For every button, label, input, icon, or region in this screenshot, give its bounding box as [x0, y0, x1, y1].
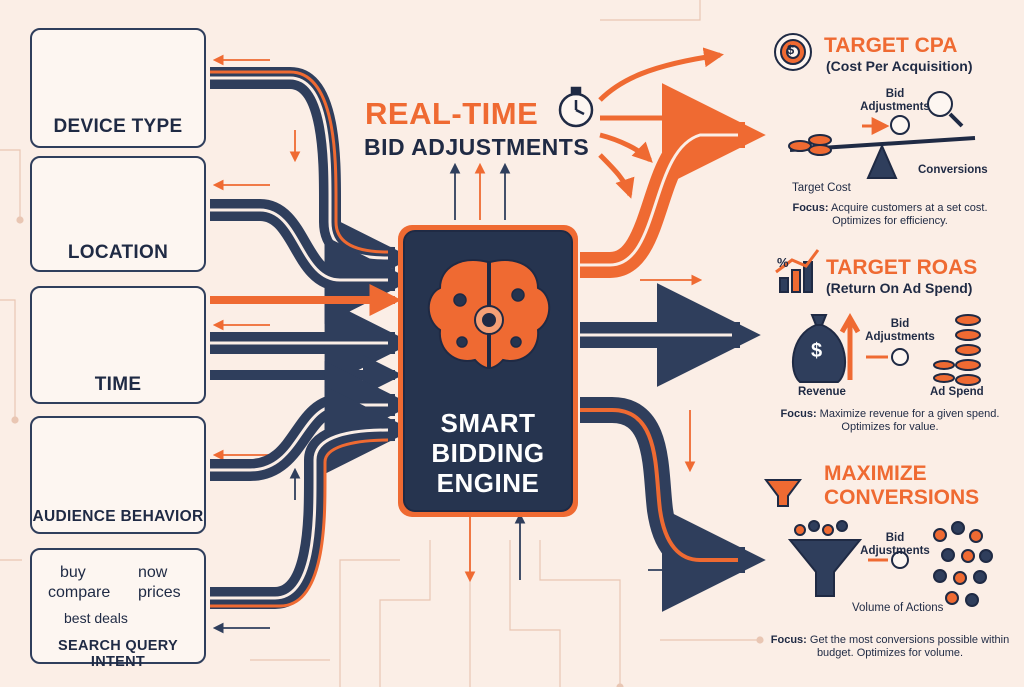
query-word-prices: prices	[138, 584, 181, 601]
output-arrows	[580, 47, 766, 612]
card-time: TIME	[30, 286, 206, 404]
card-location: LOCATION	[30, 156, 206, 272]
circuit-lines	[0, 0, 764, 687]
title-bid-adjustments: BID ADJUSTMENTS	[364, 134, 590, 160]
focus-target-cpa: Focus: Acquire customers at a set cost. …	[792, 202, 988, 227]
strategy-title-target-roas: TARGET ROAS	[826, 256, 978, 279]
query-word-compare: compare	[48, 584, 111, 601]
target-icon	[774, 33, 812, 71]
query-word-now: now	[138, 564, 168, 581]
focus-target-roas: Focus: Maximize revenue for a given spen…	[780, 408, 1000, 433]
strategy-title-target-cpa: TARGET CPA	[824, 34, 958, 57]
funnel-icon	[764, 479, 993, 607]
card-label-location: LOCATION	[67, 242, 169, 263]
label-volume-of-actions: Volume of Actions	[852, 602, 944, 614]
title-real-time: REAL-TIME	[365, 96, 539, 131]
engine-line-1: SMART	[440, 408, 536, 438]
seesaw-icon	[788, 91, 976, 179]
label-ad-spend: Ad Spend	[930, 386, 984, 398]
thin-arrows	[212, 54, 703, 634]
strategy-subtitle-target-cpa: (Cost Per Acquisition)	[826, 58, 973, 74]
card-label-time: TIME	[94, 374, 142, 395]
stopwatch-icon	[558, 86, 594, 128]
query-word-best-deals: best deals	[64, 610, 128, 626]
card-label-device-type: DEVICE TYPE	[53, 116, 183, 137]
dollar-glyph-bag: $	[811, 340, 823, 362]
engine-line-3: ENGINE	[436, 468, 540, 498]
strategy-subtitle-target-roas: (Return On Ad Spend)	[826, 280, 973, 296]
card-search-query-intent: buy now compare prices best deals SEARCH…	[30, 548, 206, 670]
money-bag-icon	[792, 312, 981, 386]
label-revenue: Revenue	[798, 386, 846, 398]
growth-chart-icon	[775, 249, 820, 293]
label-conversions: Conversions	[918, 164, 988, 176]
card-label-audience-behavior: AUDIENCE BEHAVIOR	[32, 508, 204, 525]
query-word-buy: buy	[60, 564, 86, 581]
focus-maximize-conversions: Focus: Get the most conversions possible…	[770, 634, 1010, 659]
engine-label: SMART BIDDING ENGINE	[404, 408, 572, 498]
card-device-type: DEVICE TYPE	[30, 28, 206, 148]
input-arrows	[210, 67, 413, 609]
dollar-glyph-target: $	[787, 42, 795, 57]
percent-glyph: %	[777, 255, 789, 270]
label-target-cost: Target Cost	[792, 182, 851, 194]
brain-icon	[427, 259, 551, 370]
card-audience-behavior: AUDIENCE BEHAVIOR	[30, 416, 206, 534]
engine-line-2: BIDDING	[431, 438, 545, 468]
card-label-search-query-intent: SEARCH QUERY INTENT	[58, 638, 178, 670]
